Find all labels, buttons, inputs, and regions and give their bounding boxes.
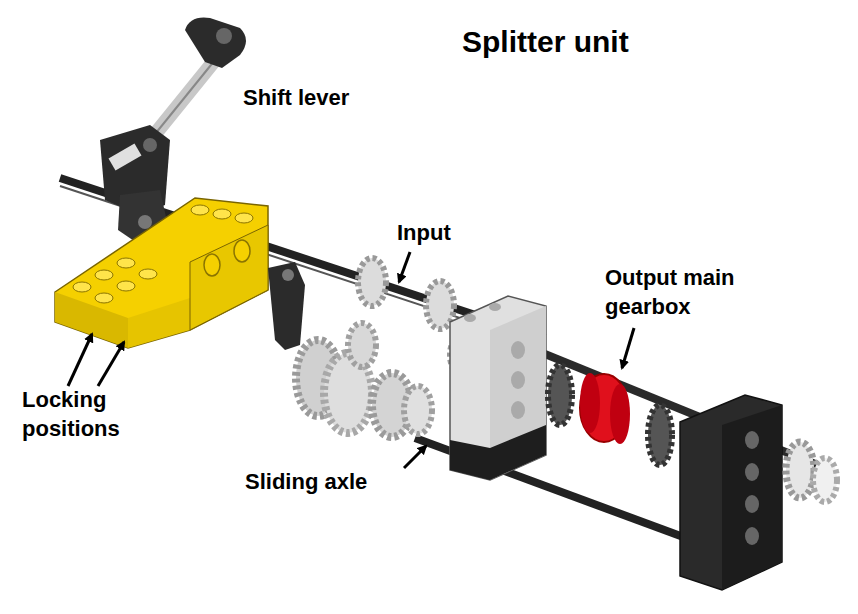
- output-gears: [548, 365, 672, 465]
- red-flange: [610, 384, 630, 444]
- brick-holes: [204, 240, 250, 276]
- beam-holes: [464, 303, 525, 419]
- bracket-hole: [143, 138, 157, 152]
- part-label: Locking positions: [22, 386, 132, 443]
- brick-upright: [190, 225, 268, 330]
- part-label: Input: [397, 219, 451, 248]
- locking-brick: [55, 198, 268, 348]
- brick-front: [128, 298, 190, 348]
- part-label: Shift lever: [243, 84, 349, 113]
- diagram-title: Splitter unit: [462, 22, 629, 61]
- shift-fork: [268, 262, 305, 350]
- red-flange: [580, 373, 600, 433]
- grey-beam: [450, 296, 546, 480]
- lower-hole: [138, 215, 152, 229]
- part-label: Sliding axle: [245, 468, 367, 497]
- brick-studs: [73, 205, 253, 303]
- part-label: Output main gearbox: [605, 264, 755, 321]
- black-beam: [680, 395, 782, 590]
- black-beam-holes: [745, 431, 759, 545]
- end-gears: [786, 442, 837, 502]
- lever-pin-hole: [216, 28, 232, 44]
- fork-hole: [282, 269, 294, 281]
- gear-cluster: [296, 323, 432, 437]
- axle-connector: [109, 143, 142, 170]
- lever-top: [185, 18, 246, 69]
- black-beam-face: [722, 405, 782, 590]
- beam-base: [450, 425, 546, 480]
- brick-side: [55, 292, 128, 348]
- leader-arrows: [68, 252, 634, 468]
